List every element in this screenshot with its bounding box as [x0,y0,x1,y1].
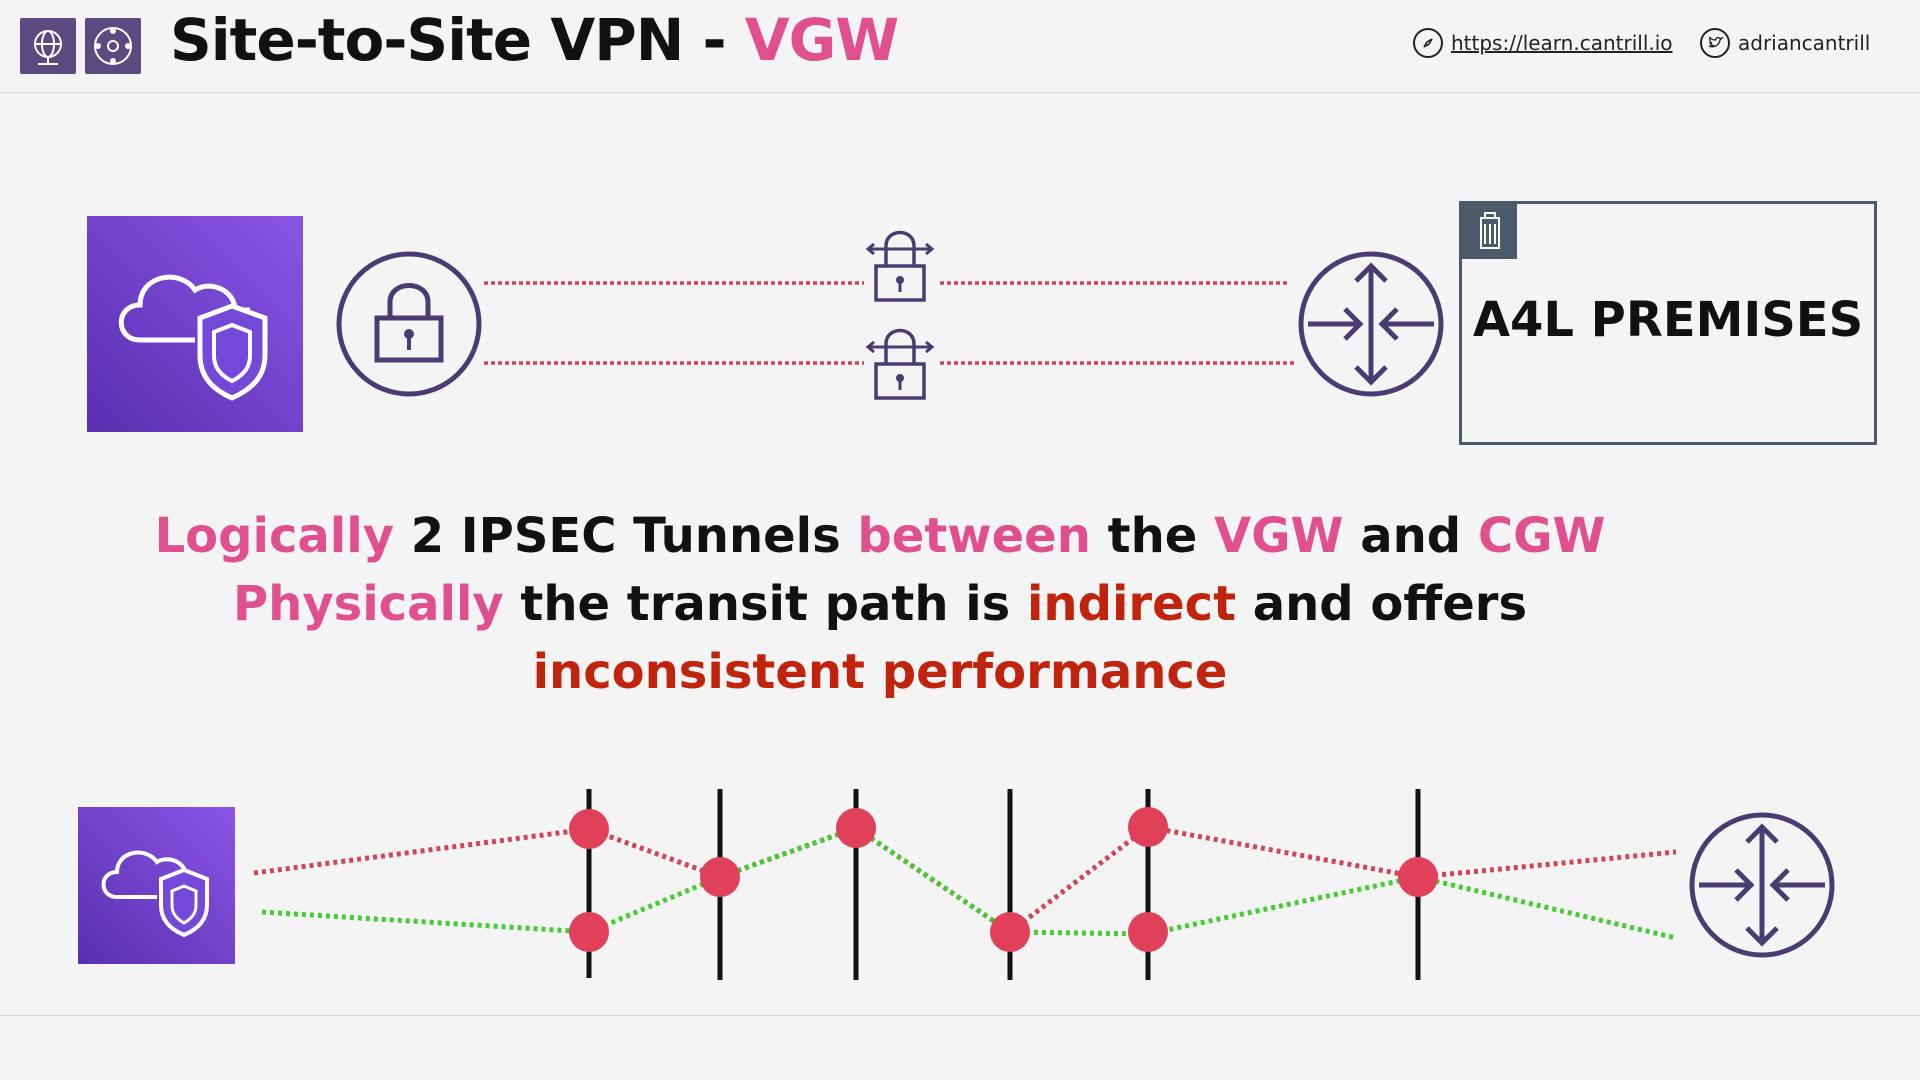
twitter-handle[interactable]: adriancantrill [1700,28,1870,58]
header-bar: Site-to-Site VPN - VGW https://learn.can… [0,0,1920,93]
vpn-connection-lock-icon [336,251,482,397]
caption-line-3: inconsistent performance [0,644,1840,700]
caption-line-2: Physically the transit path is indirect … [0,576,1840,632]
premises-label: A4L PREMISES [1472,292,1864,348]
tunnel-lock-icon [865,230,935,302]
customer-gateway-router-icon-small [1689,812,1835,958]
transit-path-red [253,824,1677,936]
twitter-handle-text: adriancantrill [1738,31,1871,55]
vpn-gateway-icon [87,216,303,432]
page-title: Site-to-Site VPN - VGW [170,6,899,74]
tunnel-lock-icon [865,328,935,400]
caption-word: the transit path is [503,576,1027,632]
caption-word: Logically [154,508,394,564]
caption-word: inconsistent performance [532,644,1228,700]
premises-box: A4L PREMISES [1459,201,1877,445]
globe-network-icon [20,18,76,74]
caption-word: and offers [1236,576,1528,632]
title-main: Site-to-Site VPN - [170,6,745,74]
vpn-gateway-icon-small [78,807,235,964]
footer-divider [0,1015,1920,1016]
compass-icon [1413,28,1443,58]
title-accent: VGW [744,6,899,74]
twitter-bird-icon [1700,28,1730,58]
hub-network-icon [85,18,141,74]
transit-path-green [261,825,1677,941]
building-icon [1462,204,1517,259]
course-link-text[interactable]: https://learn.cantrill.io [1451,31,1673,55]
caption-word: VGW [1214,508,1344,564]
transit-nodes [569,807,1438,952]
caption-word: indirect [1026,576,1237,632]
customer-gateway-router-icon [1298,251,1444,397]
caption-word: 2 IPSEC Tunnels [393,508,858,564]
caption-word: Physically [232,576,504,632]
caption-word: the [1090,508,1214,564]
caption-word: CGW [1477,508,1606,564]
course-link[interactable]: https://learn.cantrill.io [1413,28,1673,58]
caption-line-1: Logically 2 IPSEC Tunnels between the VG… [0,508,1840,564]
caption-word: and [1343,508,1478,564]
caption-word: between [857,508,1091,564]
